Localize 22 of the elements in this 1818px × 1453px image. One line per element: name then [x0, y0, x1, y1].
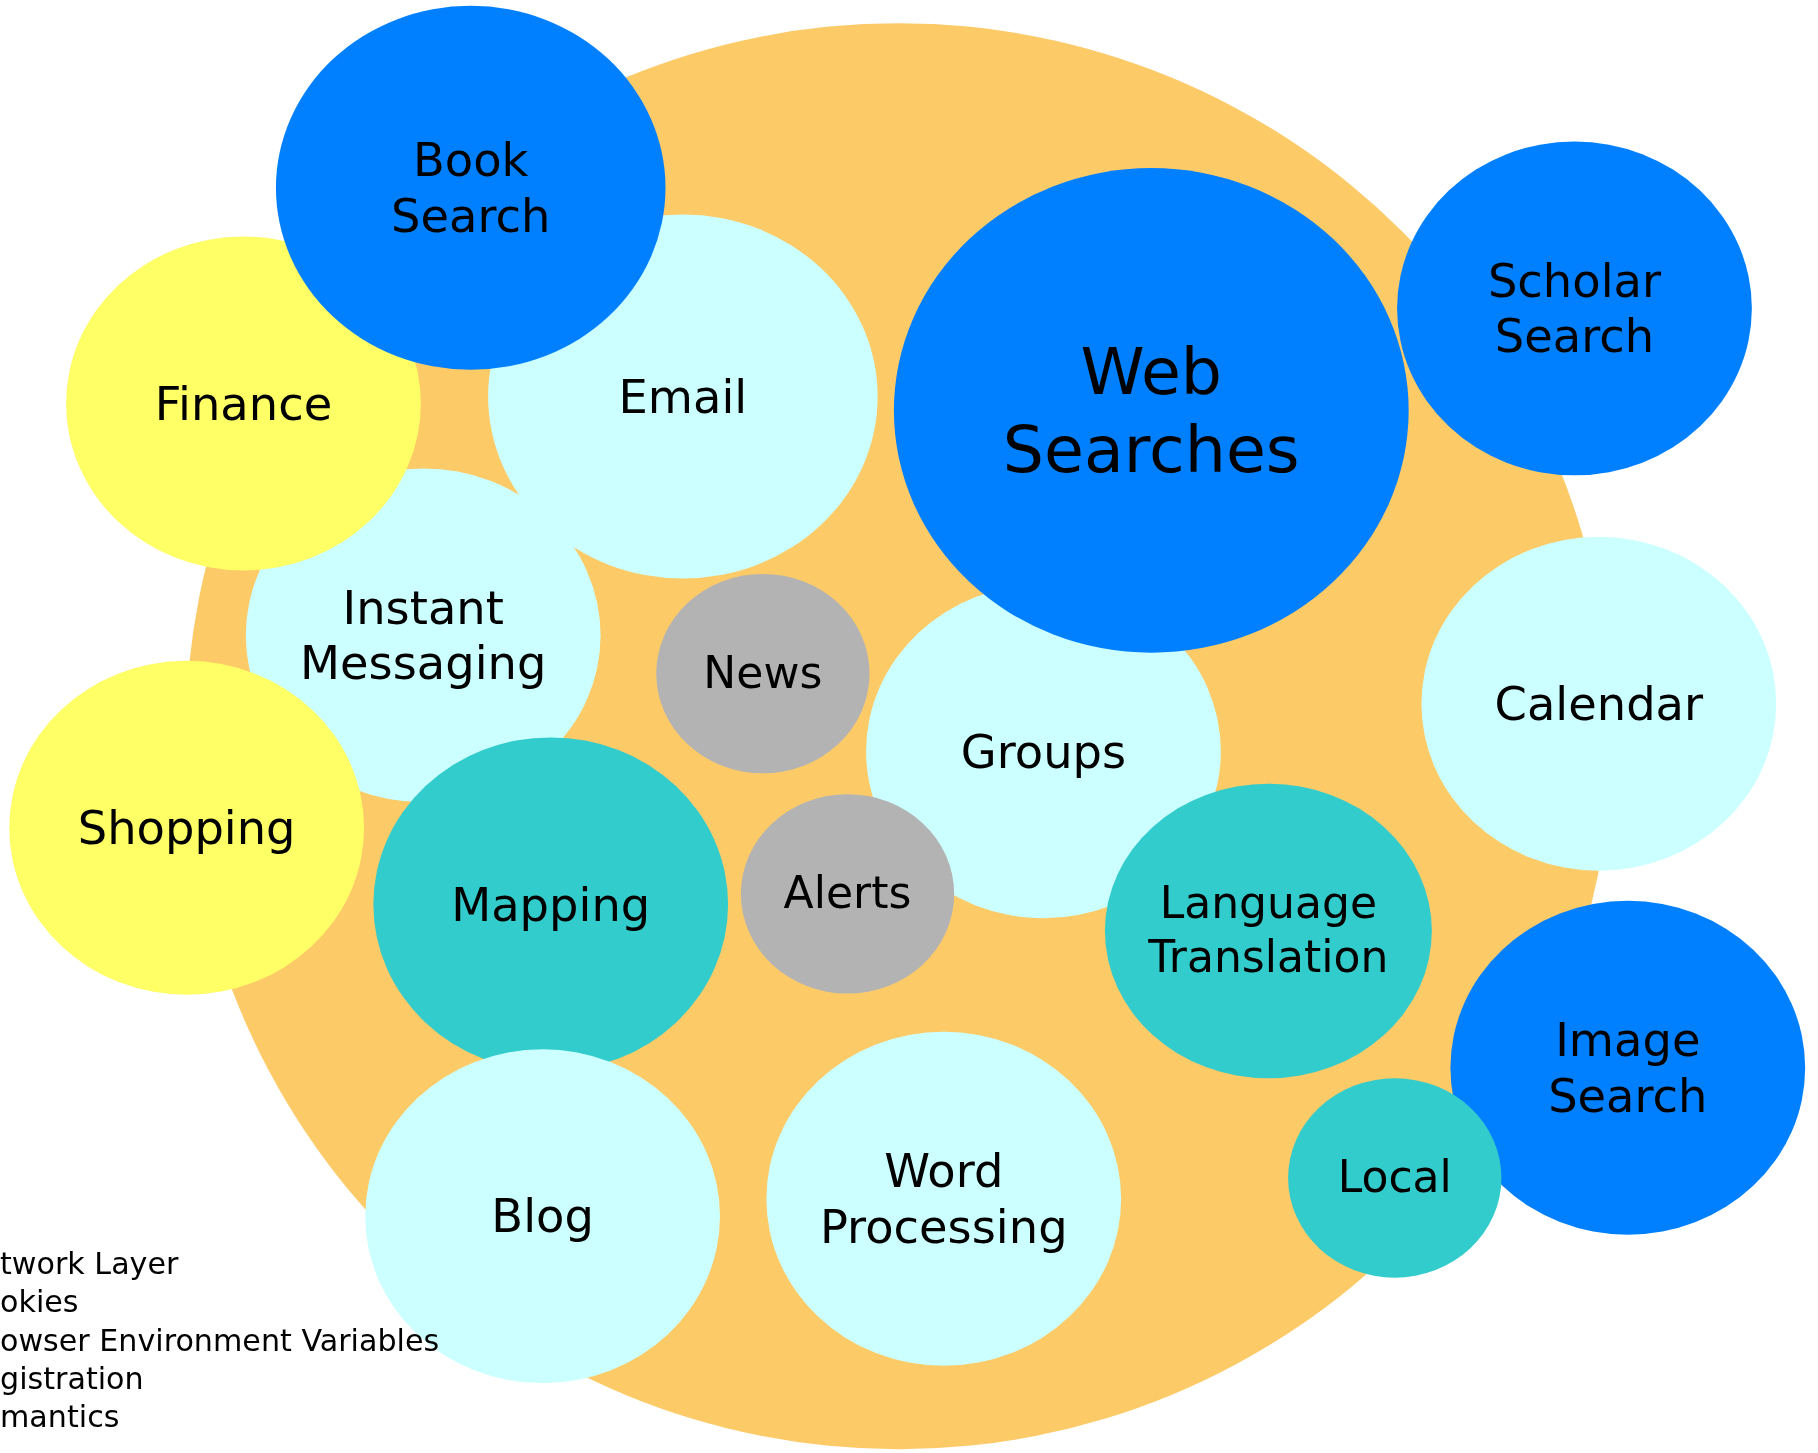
note-text: twork Layer [0, 1246, 179, 1283]
note-text: owser Environment Variables [0, 1322, 440, 1360]
bubble-label: Blog [491, 1188, 594, 1245]
bubble-label: Image Search [1547, 1012, 1709, 1124]
bubble-label: Language Translation [1147, 878, 1390, 984]
note-text: okies [0, 1284, 79, 1321]
bubble-label: Alerts [783, 867, 912, 921]
bubble-label: Shopping [77, 800, 296, 856]
bubble-label: Groups [960, 723, 1127, 780]
bubble-label: Calendar [1494, 676, 1704, 732]
bubble-label: Web Searches [1001, 332, 1301, 489]
bubble-label: Local [1337, 1151, 1452, 1205]
bubble-label: Finance [154, 375, 333, 432]
bubble-label: Email [618, 368, 748, 425]
bubble-label: Scholar Search [1486, 252, 1662, 365]
note-text: mantics [0, 1399, 120, 1436]
bubble-label: Word Processing [818, 1143, 1069, 1255]
bubble-label: Mapping [451, 876, 651, 933]
bubble-label: Instant Messaging [298, 579, 548, 691]
bubble-label: Book Search [390, 132, 552, 244]
bubble-label: News [703, 647, 823, 701]
note-text: gistration [0, 1361, 144, 1398]
